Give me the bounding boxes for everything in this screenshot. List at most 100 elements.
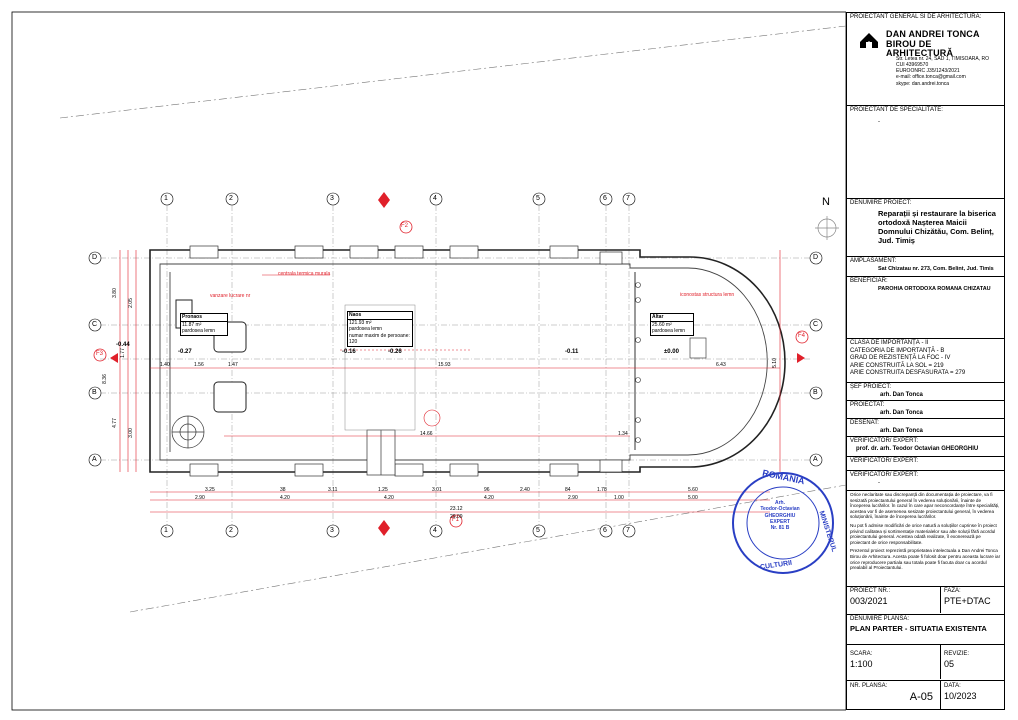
firm-name-1: DAN ANDREI TONCA (886, 28, 980, 39)
section-label-f3: F3 (96, 351, 104, 357)
dim-label: 2.90 (195, 495, 205, 501)
address-line: e-mail: office.tonca@gmail.com (896, 74, 966, 81)
stamp-center: Arh. Teodor-Octavian GHEORGHIU EXPERT Nr… (752, 500, 808, 531)
tb-project-name: DENUMIRE PROIECT: Reparații și restaurar… (847, 199, 1004, 257)
axis-label-5-top: 5 (536, 195, 540, 202)
address-line: EUROONRC J35/1243/2021 (896, 68, 960, 74)
room-capacity: numar maxim de persoane: 120 (349, 332, 410, 346)
dim-label: 2.90 (568, 495, 578, 501)
class-line: ARIE CONSTRUITA DESFASURATA = 279 (850, 370, 966, 376)
altar-table (689, 337, 707, 359)
tb-beneficiary: BENEFICIAR: PAROHIA ORTODOXA ROMANA CHIZ… (847, 277, 1004, 339)
dim-label: 1.47 (228, 362, 238, 368)
tb-label: BENEFICIAR: (850, 278, 888, 284)
section-label-f1: F1 (452, 517, 460, 523)
floor-plan (11, 11, 846, 711)
room-floor: pardosea lemn (349, 326, 383, 332)
tb-value: PLAN PARTER - SITUATIA EXISTENTA (850, 623, 987, 633)
window-niches-top (189, 245, 623, 265)
tb-value: A-05 (909, 690, 933, 703)
spiral-stair (171, 415, 205, 449)
stamp-line: Teodor-Octavian (760, 506, 800, 513)
tb-label: AMPLASAMENT: (850, 258, 897, 264)
dim-label: 6.43 (716, 362, 726, 368)
room-floor: pardosea lemn (652, 328, 686, 334)
address-line: skype: dan.andrei.tonca (896, 80, 950, 87)
dim-label-total: 29.09 (450, 514, 463, 520)
tb-label: PROIECTAT: (850, 402, 885, 408)
note-paragraph: Prezentul proiect reprezintă proprietate… (850, 548, 1001, 571)
callout-mural: centrala termica murala (278, 271, 331, 277)
naos-outline (344, 304, 416, 431)
tb-verifier: VERIFICATOR/ EXPERT: prof. dr. arh. Teod… (847, 437, 1004, 457)
section-label-f2: F2 (401, 223, 409, 229)
tb-chief: ȘEF PROIECT: arh. Dan Tonca (847, 383, 1004, 401)
class-line: CLASA DE IMPORTANȚĂ - II (850, 340, 929, 346)
iconostas-posts (635, 282, 641, 443)
stamp-line: GHEORGHIU (764, 512, 796, 519)
dim-label: 15.93 (438, 362, 451, 368)
dimension-lines (119, 250, 781, 513)
address-line: Str. Letea nr. 24, SAD 1, TIMISOARA, RO (896, 55, 990, 62)
tb-value: - (878, 118, 880, 125)
axis-bubbles-left (88, 251, 102, 467)
north-label: N (822, 196, 830, 208)
tb-label: PROIECTANT DE SPECIALITATE: (850, 107, 943, 113)
church-outer-wall (149, 249, 786, 473)
axis-label-3-top: 3 (330, 195, 334, 202)
tb-label: ȘEF PROIECT: (850, 384, 892, 390)
dim-label: 38 (280, 487, 286, 493)
tb-label: REVIZIE: (944, 651, 970, 657)
tb-date: DATA: 10/2023 (941, 681, 1004, 702)
class-line: CATEGORIA DE IMPORTANȚĂ - B (850, 347, 945, 354)
dim-label: 1.25 (378, 487, 388, 493)
dim-label: 96 (484, 487, 490, 493)
tb-scale: SCARA: 1:100 (847, 645, 941, 679)
tb-value: Sat Chizatau nr. 273, Com. Belint, Jud. … (878, 265, 994, 272)
dim-label: 1.56 (194, 362, 204, 368)
room-tag-altar: Altar 25.60 m² pardosea lemn (650, 313, 694, 336)
dim-label: 4.20 (384, 495, 394, 501)
tb-designed: PROIECTAT: arh. Dan Tonca (847, 401, 1004, 419)
tb-label: VERIFICATOR/ EXPERT: (850, 438, 919, 444)
tb-label: PROIECT NR.: (850, 588, 891, 594)
section-markers (93, 192, 809, 536)
tb-value: 003/2021 (850, 595, 888, 606)
tb-value: prof. dr. arh. Teodor Octavian GHEORGHIU (856, 445, 979, 452)
stamp-inner-ring (746, 486, 820, 560)
dim-label: 3.80 (111, 288, 118, 298)
room-tag-naos: Naos 121.93 m² pardosea lemn numar maxim… (347, 311, 413, 347)
dim-label: 2.05 (127, 298, 134, 308)
tb-label: DATA: (944, 683, 961, 689)
dim-label: 3.00 (127, 428, 134, 438)
dim-label: 3.11 (328, 487, 338, 493)
class-line: ARIE CONSTRUITĂ LA SOL = 219 (850, 362, 944, 369)
axis-label-b-right: B (813, 389, 818, 396)
dim-label: 84 (565, 487, 571, 493)
dim-label: 1.34 (618, 431, 628, 437)
room-name: Naos (348, 312, 412, 320)
site-boundary-bottom (129, 484, 846, 613)
room-name: Pronaos (181, 314, 227, 322)
axis-label-1-top: 1 (164, 195, 168, 202)
dim-label: 1.00 (614, 495, 624, 501)
axis-label-a-left: A (92, 456, 97, 463)
firm-logo-icon (860, 32, 878, 48)
level-mark: -0.27 (178, 349, 192, 355)
dim-label: 5.10 (771, 358, 778, 368)
stamp-line: Nr. 81 B (770, 525, 790, 531)
dim-label: 1.78 (597, 487, 607, 493)
window-niches-bottom (189, 459, 623, 477)
tb-scale-row: SCARA: 1:100 REVIZIE: 05 (847, 645, 1004, 681)
firm-address: Str. Letea nr. 24, SAD 1, TIMISOARA, RO … (896, 56, 1001, 87)
tb-value: arh. Dan Tonca (880, 409, 923, 416)
project-name: Reparații și restaurare la biserica orto… (878, 208, 996, 245)
tb-label: VERIFICATOR/ EXPERT: (850, 472, 919, 478)
axis-label-2-top: 2 (229, 195, 233, 202)
tb-value: 10/2023 (944, 690, 977, 701)
axis-label-a-right: A (813, 456, 818, 463)
dim-label: 8.36 (101, 374, 108, 384)
note-paragraph: Orice neclaritate sau discrepanță din do… (850, 492, 1000, 520)
axis-label-4-bottom: 4 (433, 527, 437, 534)
